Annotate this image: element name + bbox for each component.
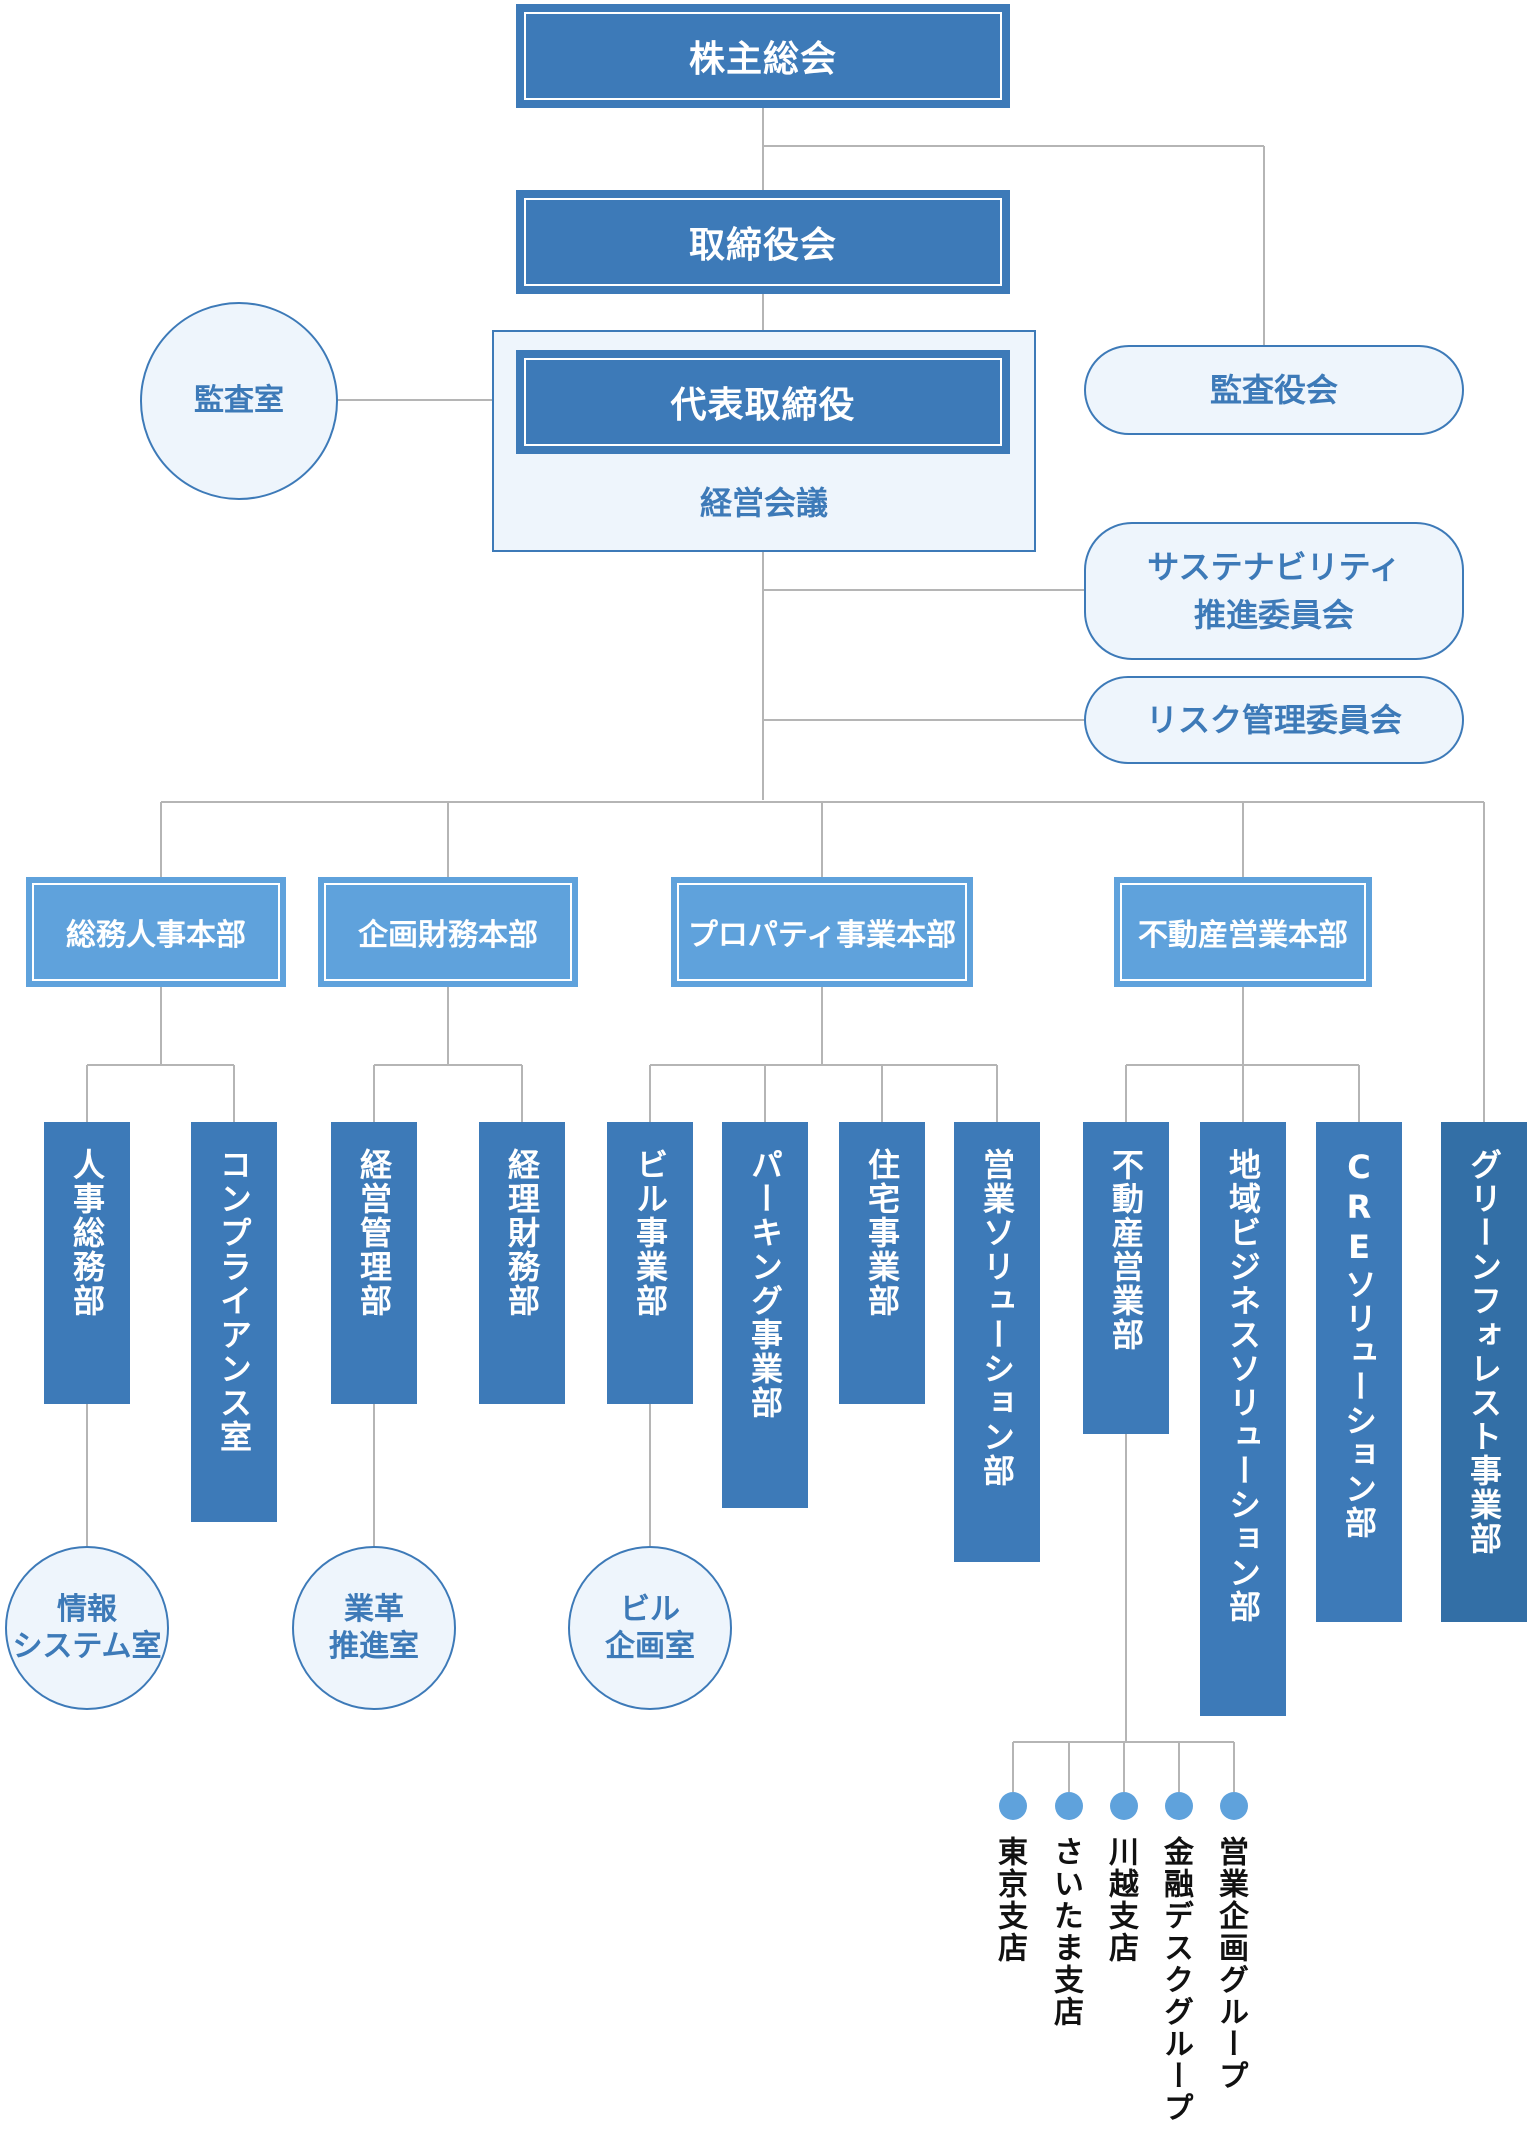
hq-planning-finance: 企画財務本部 <box>318 877 578 987</box>
dept-accounting-finance: 経理財務部 <box>479 1122 565 1404</box>
dept-hr-general: 人事総務部 <box>44 1122 130 1404</box>
shareholders-meeting-label: 株主総会 <box>688 39 837 80</box>
hq-real-estate-sales: 不動産営業本部 <box>1114 877 1372 987</box>
dept-label: 人事総務部 <box>68 1148 106 1318</box>
risk-committee-pill: リスク管理委員会 <box>1084 676 1464 764</box>
dept-label: 営業ソリューション部 <box>978 1148 1016 1488</box>
audit-office-circle: 監査室 <box>140 302 338 500</box>
dept-compliance: コンプライアンス室 <box>191 1122 277 1522</box>
branch-dot-icon <box>1055 1792 1083 1820</box>
sustainability-committee-pill: サステナビリティ 推進委員会 <box>1084 522 1464 660</box>
office-line2: システム室 <box>12 1629 162 1664</box>
dept-label: 不動産営業部 <box>1107 1148 1145 1352</box>
hq-label: 不動産営業本部 <box>1138 918 1348 953</box>
dept-cre-solutions: CREソリューション部 <box>1316 1122 1402 1622</box>
shareholders-meeting-box: 株主総会 <box>516 4 1010 108</box>
branch-saitama: さいたま支店 <box>1048 1836 1083 2028</box>
hq-label: プロパティ事業本部 <box>687 918 957 953</box>
office-line1: 情報 <box>57 1591 117 1627</box>
dept-label: 地域ビジネスソリューション部 <box>1224 1148 1262 1624</box>
dept-label: 経理財務部 <box>503 1148 541 1318</box>
management-meeting-label: 経営会議 <box>699 484 828 522</box>
dept-housing-business: 住宅事業部 <box>839 1122 925 1404</box>
hq-property-business: プロパティ事業本部 <box>671 877 973 987</box>
branch-kawagoe: 川越支店 <box>1103 1836 1138 1964</box>
office-line1: 業革 <box>344 1591 404 1627</box>
sustainability-committee-line1: サステナビリティ <box>1147 548 1401 586</box>
sustainability-committee-line2: 推進委員会 <box>1193 596 1354 634</box>
dept-real-estate-sales: 不動産営業部 <box>1083 1122 1169 1434</box>
dept-label: グリーンフォレスト事業部 <box>1465 1148 1503 1556</box>
branch-dot-icon <box>1110 1792 1138 1820</box>
dept-building-business: ビル事業部 <box>607 1122 693 1404</box>
dept-green-forest: グリーンフォレスト事業部 <box>1441 1122 1527 1622</box>
branch-tokyo: 東京支店 <box>992 1836 1027 1964</box>
office-business-reform: 業革 推進室 <box>292 1546 456 1710</box>
dept-label: 住宅事業部 <box>863 1148 901 1318</box>
branch-financial-desk-group: 金融デスクグループ <box>1158 1836 1193 2124</box>
representative-director-box: 代表取締役 <box>516 350 1010 454</box>
board-of-directors-label: 取締役会 <box>688 225 837 266</box>
hq-label: 企画財務本部 <box>358 918 538 953</box>
hq-general-affairs-hr: 総務人事本部 <box>26 877 286 987</box>
branch-dot-icon <box>1220 1792 1248 1820</box>
audit-board-pill: 監査役会 <box>1084 345 1464 435</box>
dept-label: コンプライアンス室 <box>215 1148 253 1454</box>
representative-director-label: 代表取締役 <box>670 385 856 426</box>
branch-sales-planning-group: 営業企画グループ <box>1213 1836 1248 2092</box>
risk-committee-label: リスク管理委員会 <box>1145 701 1402 739</box>
hq-label: 総務人事本部 <box>66 918 246 953</box>
audit-board-label: 監査役会 <box>1209 371 1338 409</box>
dept-sales-solutions: 営業ソリューション部 <box>954 1122 1040 1562</box>
dept-parking-business: パーキング事業部 <box>722 1122 808 1508</box>
branch-dot-icon <box>1165 1792 1193 1820</box>
office-line2: 企画室 <box>605 1629 695 1664</box>
audit-office-label: 監査室 <box>194 383 284 419</box>
dept-regional-business-solutions: 地域ビジネスソリューション部 <box>1200 1122 1286 1716</box>
branch-dot-icon <box>999 1792 1027 1820</box>
dept-label: CREソリューション部 <box>1340 1148 1378 1540</box>
dept-management-control: 経営管理部 <box>331 1122 417 1404</box>
office-line2: 推進室 <box>329 1629 419 1664</box>
dept-label: パーキング事業部 <box>746 1148 784 1420</box>
office-line1: ビル <box>620 1591 680 1627</box>
dept-label: ビル事業部 <box>631 1148 669 1318</box>
dept-label: 経営管理部 <box>355 1148 393 1318</box>
board-of-directors-box: 取締役会 <box>516 190 1010 294</box>
office-building-planning: ビル 企画室 <box>568 1546 732 1710</box>
office-it-systems: 情報 システム室 <box>5 1546 169 1710</box>
